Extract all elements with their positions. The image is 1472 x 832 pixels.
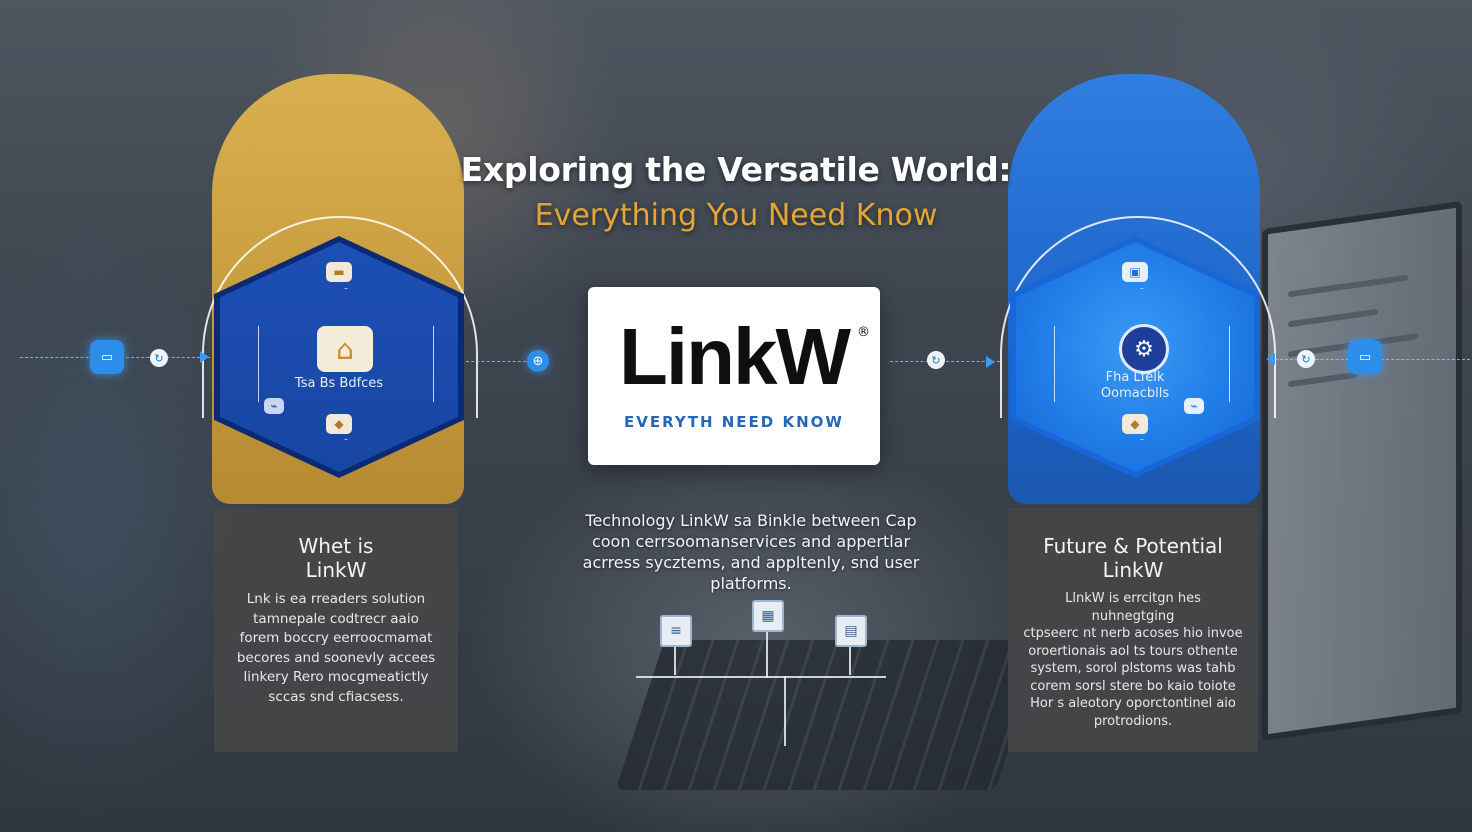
card-title-line: LinkW <box>1102 558 1164 582</box>
description-line: Technology LinkW sa Binkle between Cap <box>585 511 917 530</box>
registered-mark: ® <box>857 325 870 340</box>
card-title-line: Future & Potential <box>1043 534 1223 558</box>
tree-connector <box>784 676 786 746</box>
right-hex-label-1: Fha Lfelk <box>1105 370 1165 385</box>
right-info-card: Future & Potential LinkW LlnkW is errcit… <box>1008 508 1258 752</box>
card-body-line: tamnepale codtrecr aaio <box>253 610 419 627</box>
tree-connector <box>766 632 768 678</box>
description-line: platforms. <box>710 574 792 593</box>
mid-left-node-icon: ⊕ <box>527 350 549 372</box>
card-title-line: LinkW <box>305 558 367 582</box>
tree-connector <box>636 676 886 678</box>
card-body-line: protrodions. <box>1093 713 1173 729</box>
left-arrow-icon <box>200 351 209 363</box>
tree-connector <box>674 647 676 675</box>
card-body-line: linkery Rero mocgmeatictly <box>243 669 429 685</box>
card-title-line: Whet is <box>298 534 374 558</box>
description-line: acrress sycztems, and appltenly, snd use… <box>582 553 920 572</box>
right-card-body: LlnkW is errcitgn hes nuhnegtging ctpsee… <box>1022 590 1244 730</box>
logo-wordmark: LinkW <box>619 312 851 401</box>
logo-card: LinkW ® EVERYTH NEED KNOW <box>588 287 880 465</box>
save-icon: ▤ <box>835 615 867 647</box>
card-body-line: oroertionais aol ts tours othente <box>1028 643 1238 659</box>
card-body-line: sccas snd cfiacsess. <box>268 688 404 705</box>
left-card-body: Lnk is ea rreaders solution tamnepale co… <box>228 590 444 707</box>
tray-icon: ◆ <box>1122 414 1148 434</box>
connector-icon: ⌁ <box>264 398 284 414</box>
mid-right-connector <box>890 361 1000 362</box>
document-icon: ≡ <box>660 615 692 647</box>
lock-box-icon: ⌂ <box>317 326 373 372</box>
right-arrow-icon <box>986 356 995 368</box>
right-hexagon: ▣ ⚙ Fha Lfelk Oomacblls ◆ ⌁ <box>1010 236 1260 478</box>
left-server-icon: ▭ <box>90 340 124 374</box>
card-body-line: ctpseerc nt nerb acoses hio invoe <box>1023 626 1243 641</box>
card-body-line: Hor s aleotory oporctontinel aio <box>1030 696 1236 711</box>
left-hex-label: Tsa Bs Bdfces <box>294 376 384 391</box>
card-body-line: forem boccry eerroocmamat <box>239 630 433 646</box>
center-description: Technology LinkW sa Binkle between Cap c… <box>556 510 946 594</box>
card-body-line: corem sorsl stere bo kaio toiote <box>1030 678 1236 694</box>
card-body-line: Lnk is ea rreaders solution <box>246 591 426 607</box>
left-card-title: Whet is LinkW <box>214 534 458 582</box>
right-card-title: Future & Potential LinkW <box>1008 534 1258 582</box>
card-body-line: LlnkW is errcitgn hes nuhnegtging <box>1065 591 1201 624</box>
grid-icon: ▦ <box>752 600 784 632</box>
tree-connector <box>849 647 851 675</box>
left-sync-icon: ↻ <box>150 349 168 367</box>
tray-icon: ◆ <box>326 414 352 434</box>
right-hex-label-2: Oomacblls <box>1100 386 1170 401</box>
link-icon: ⌁ <box>1184 398 1204 414</box>
page-subtitle: Everything You Need Know <box>534 198 938 233</box>
description-line: coon cerrsoomanservices and appertlar <box>591 532 911 551</box>
card-body-line: system, sorol plstoms was tahb <box>1030 661 1236 676</box>
gear-icon: ⚙ <box>1119 324 1169 374</box>
card-body-line: becores and soonevly accees <box>236 649 436 666</box>
mid-right-sync-icon: ↻ <box>927 351 945 369</box>
right-in-arrow-icon <box>1266 353 1275 365</box>
left-hexagon: ▬ ⌂ Tsa Bs Bdfces ◆ ⌁ <box>214 236 464 478</box>
page-title: Exploring the Versatile World: <box>460 150 1012 189</box>
right-sync-icon: ↻ <box>1297 350 1315 368</box>
router-icon: ▬ <box>326 262 352 282</box>
right-server-icon: ▭ <box>1348 340 1382 374</box>
logo-tagline: EVERYTH NEED KNOW <box>624 413 844 431</box>
left-info-card: Whet is LinkW Lnk is ea rreaders solutio… <box>214 508 458 752</box>
device-icon: ▣ <box>1122 262 1148 282</box>
mid-left-connector <box>466 361 526 362</box>
